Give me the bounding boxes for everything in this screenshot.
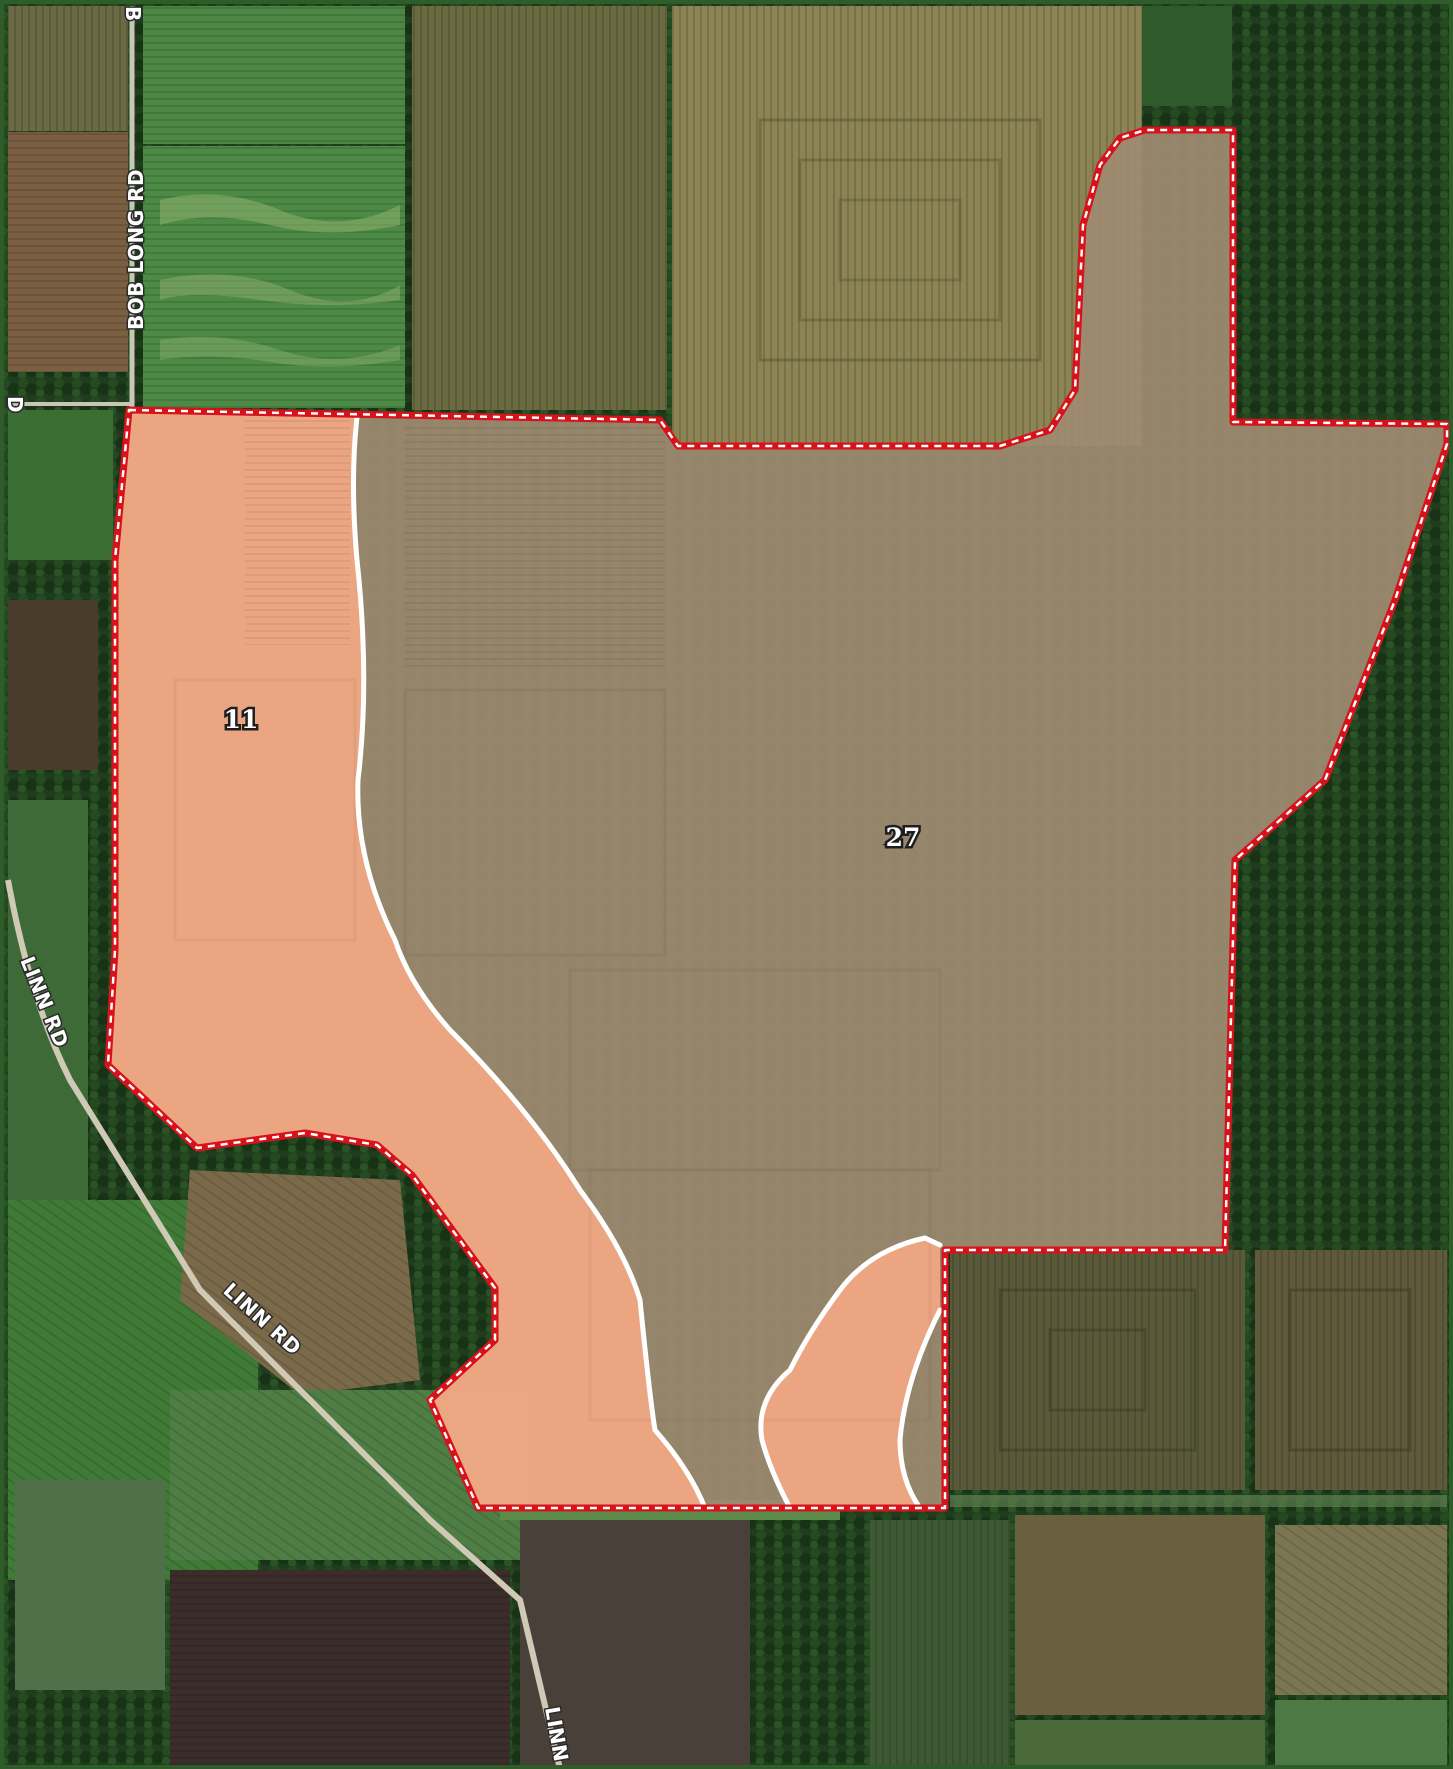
zone-label-27: 27 — [886, 823, 921, 852]
field-group-north — [412, 6, 1447, 446]
roads — [5, 6, 563, 1769]
field-group-northwest — [8, 6, 405, 408]
zone-label-11: 11 — [224, 705, 259, 734]
parcel-boundary — [104, 126, 1451, 1512]
zone-11-area-west[interactable] — [108, 410, 705, 1508]
zone-11-area-south[interactable] — [760, 1238, 940, 1508]
road-label-bob-long: BOB LONG RD — [124, 169, 148, 330]
field-group-southeast — [870, 1250, 1447, 1769]
linn-road-line — [5, 879, 563, 1769]
edge-label-left: D — [3, 396, 27, 413]
zone-texture — [173, 420, 942, 1172]
field-group-southwest — [170, 1170, 840, 1769]
zone-dividers — [351, 414, 943, 1511]
edge-label-top: B — [121, 6, 145, 22]
